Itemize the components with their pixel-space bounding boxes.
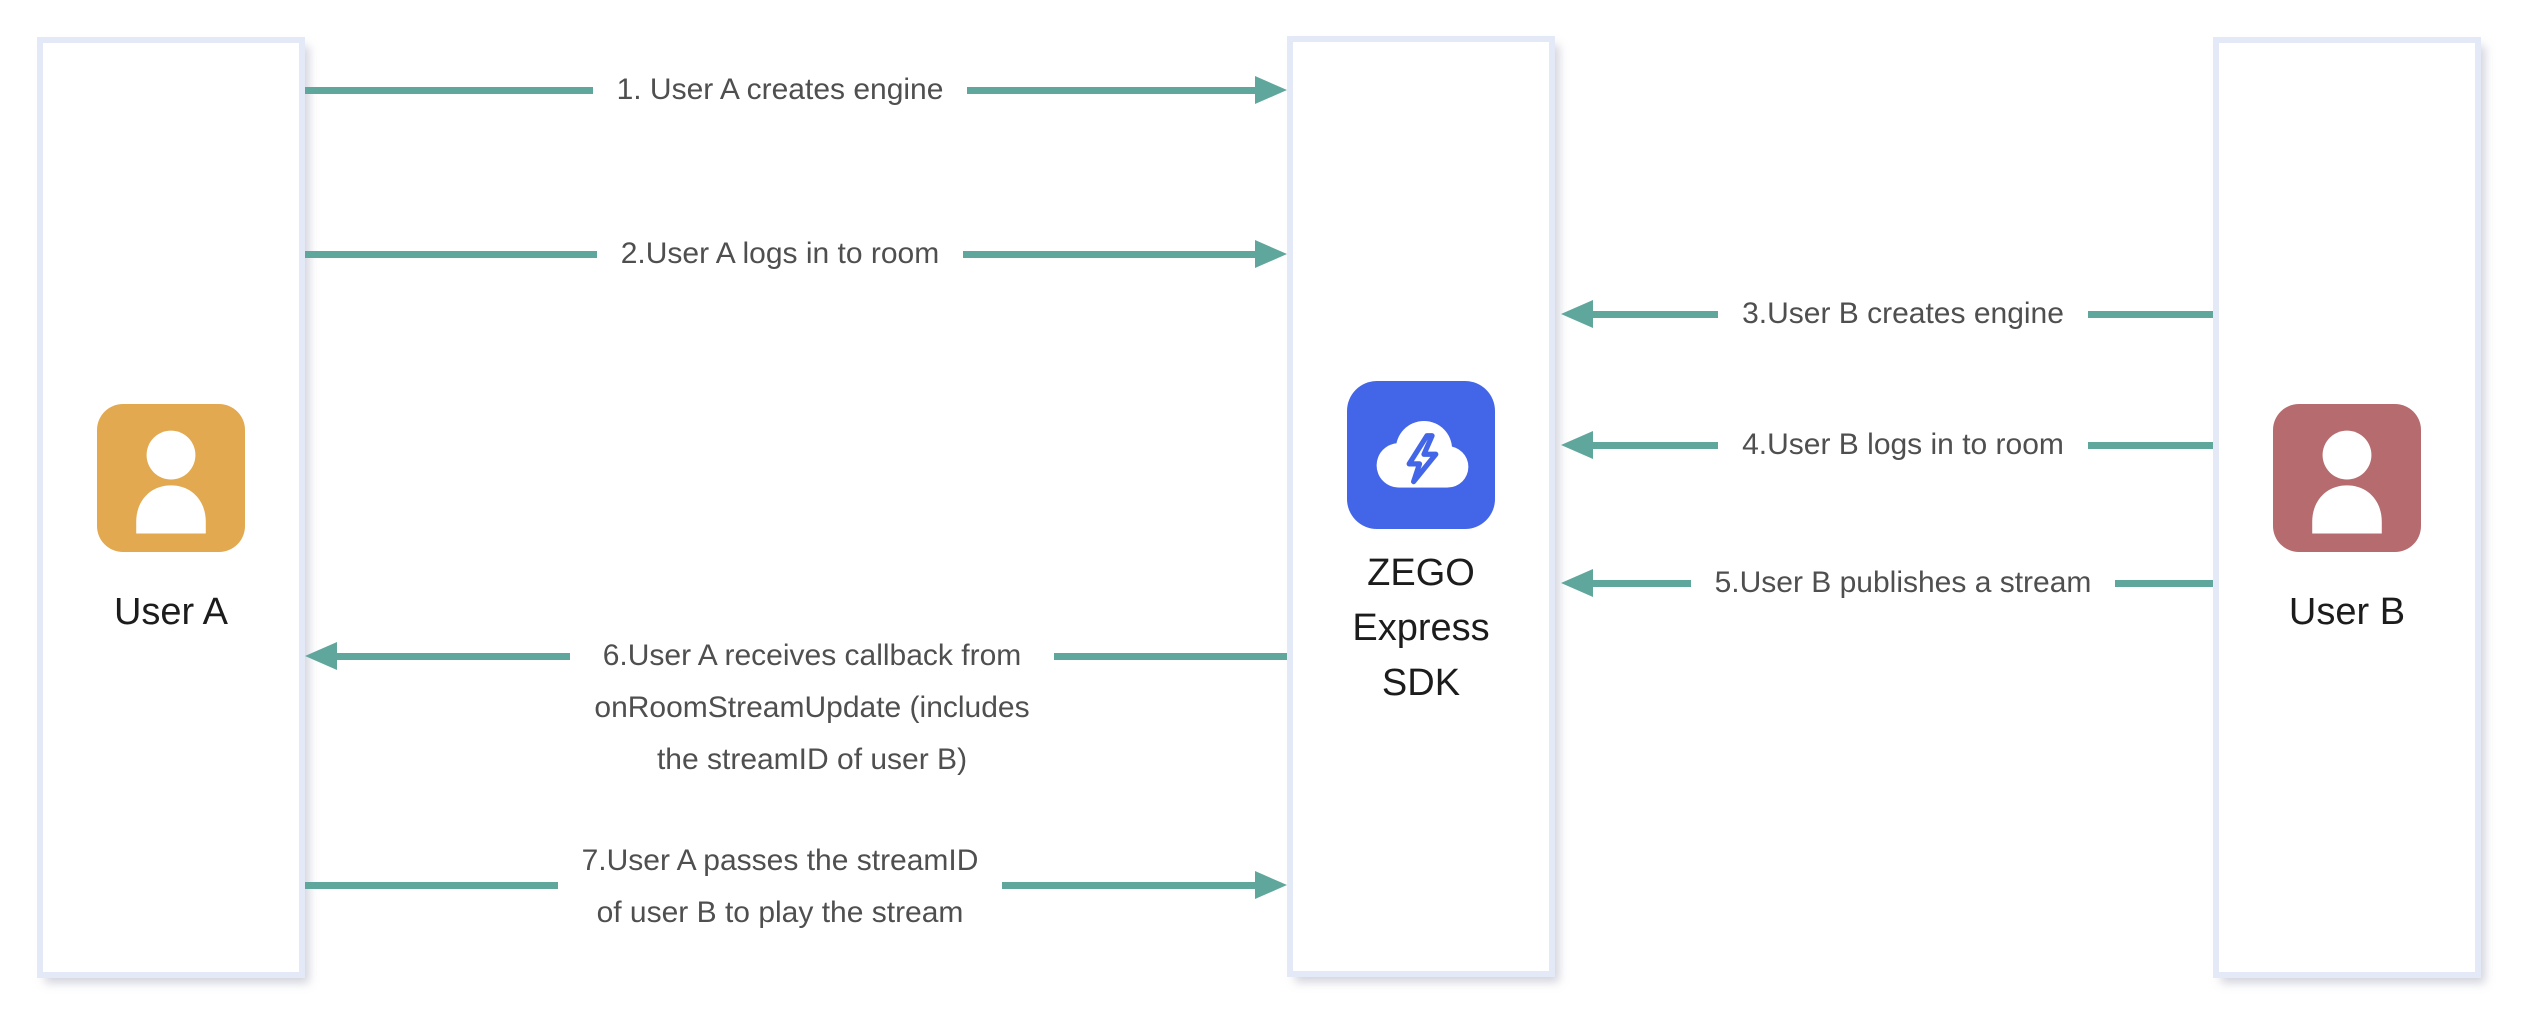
arrow-line [305, 250, 597, 258]
arrow-label-step-1: 1. User A creates engine [616, 73, 944, 106]
arrowhead-left-icon [1561, 300, 1593, 328]
arrow-step-5: 5.User B publishes a stream [1561, 563, 2213, 603]
arrow-label-step-7: 7.User A passes the streamID of user B t… [581, 844, 979, 929]
arrow-line [1053, 653, 1288, 660]
entity-zego-express-sdk: ZEGO Express SDK [1287, 36, 1555, 977]
entity-user-b: User B [2213, 37, 2481, 978]
arrow-line [1593, 310, 1719, 318]
arrow-line [963, 250, 1255, 258]
person-icon [2273, 404, 2421, 552]
arrow-label-step-3: 3.User B creates engine [1742, 297, 2064, 330]
entity-user-a: User A [37, 37, 305, 978]
arrow-line [1002, 882, 1255, 889]
arrow-line [305, 86, 593, 94]
arrow-label-step-2: 2.User A logs in to room [620, 237, 940, 270]
arrowhead-left-icon [1561, 431, 1593, 459]
arrow-line [2087, 310, 2213, 318]
arrowhead-left-icon [305, 642, 337, 670]
arrow-line [967, 86, 1255, 94]
person-icon [97, 404, 245, 552]
arrow-line [2087, 441, 2214, 449]
arrow-step-3: 3.User B creates engine [1561, 294, 2213, 334]
entity-label-zego-express-sdk: ZEGO Express SDK [1352, 552, 1490, 704]
arrow-step-1: 1. User A creates engine [305, 70, 1287, 110]
arrow-step-6: 6.User A receives callback from onRoomSt… [305, 630, 1288, 790]
arrow-line [305, 882, 558, 889]
arrowhead-left-icon [1561, 569, 1593, 597]
arrow-step-7: 7.User A passes the streamID of user B t… [305, 835, 1287, 945]
cloud-lightning-icon [1347, 381, 1495, 529]
arrow-line [1593, 579, 1691, 587]
arrow-line [337, 653, 571, 660]
entity-label-user-b: User B [2288, 591, 2406, 633]
arrow-label-step-6: 6.User A receives callback from onRoomSt… [594, 639, 1030, 776]
entity-label-user-a: User A [113, 591, 229, 633]
arrow-step-2: 2.User A logs in to room [305, 234, 1287, 274]
arrowhead-right-icon [1255, 240, 1287, 268]
arrowhead-right-icon [1255, 76, 1287, 104]
arrow-step-4: 4.User B logs in to room [1561, 425, 2214, 465]
arrow-label-step-5: 5.User B publishes a stream [1714, 566, 2092, 599]
arrow-line [1593, 441, 1719, 449]
arrow-label-step-4: 4.User B logs in to room [1742, 428, 2064, 461]
arrow-line [2115, 579, 2213, 587]
arrowhead-right-icon [1255, 871, 1287, 899]
